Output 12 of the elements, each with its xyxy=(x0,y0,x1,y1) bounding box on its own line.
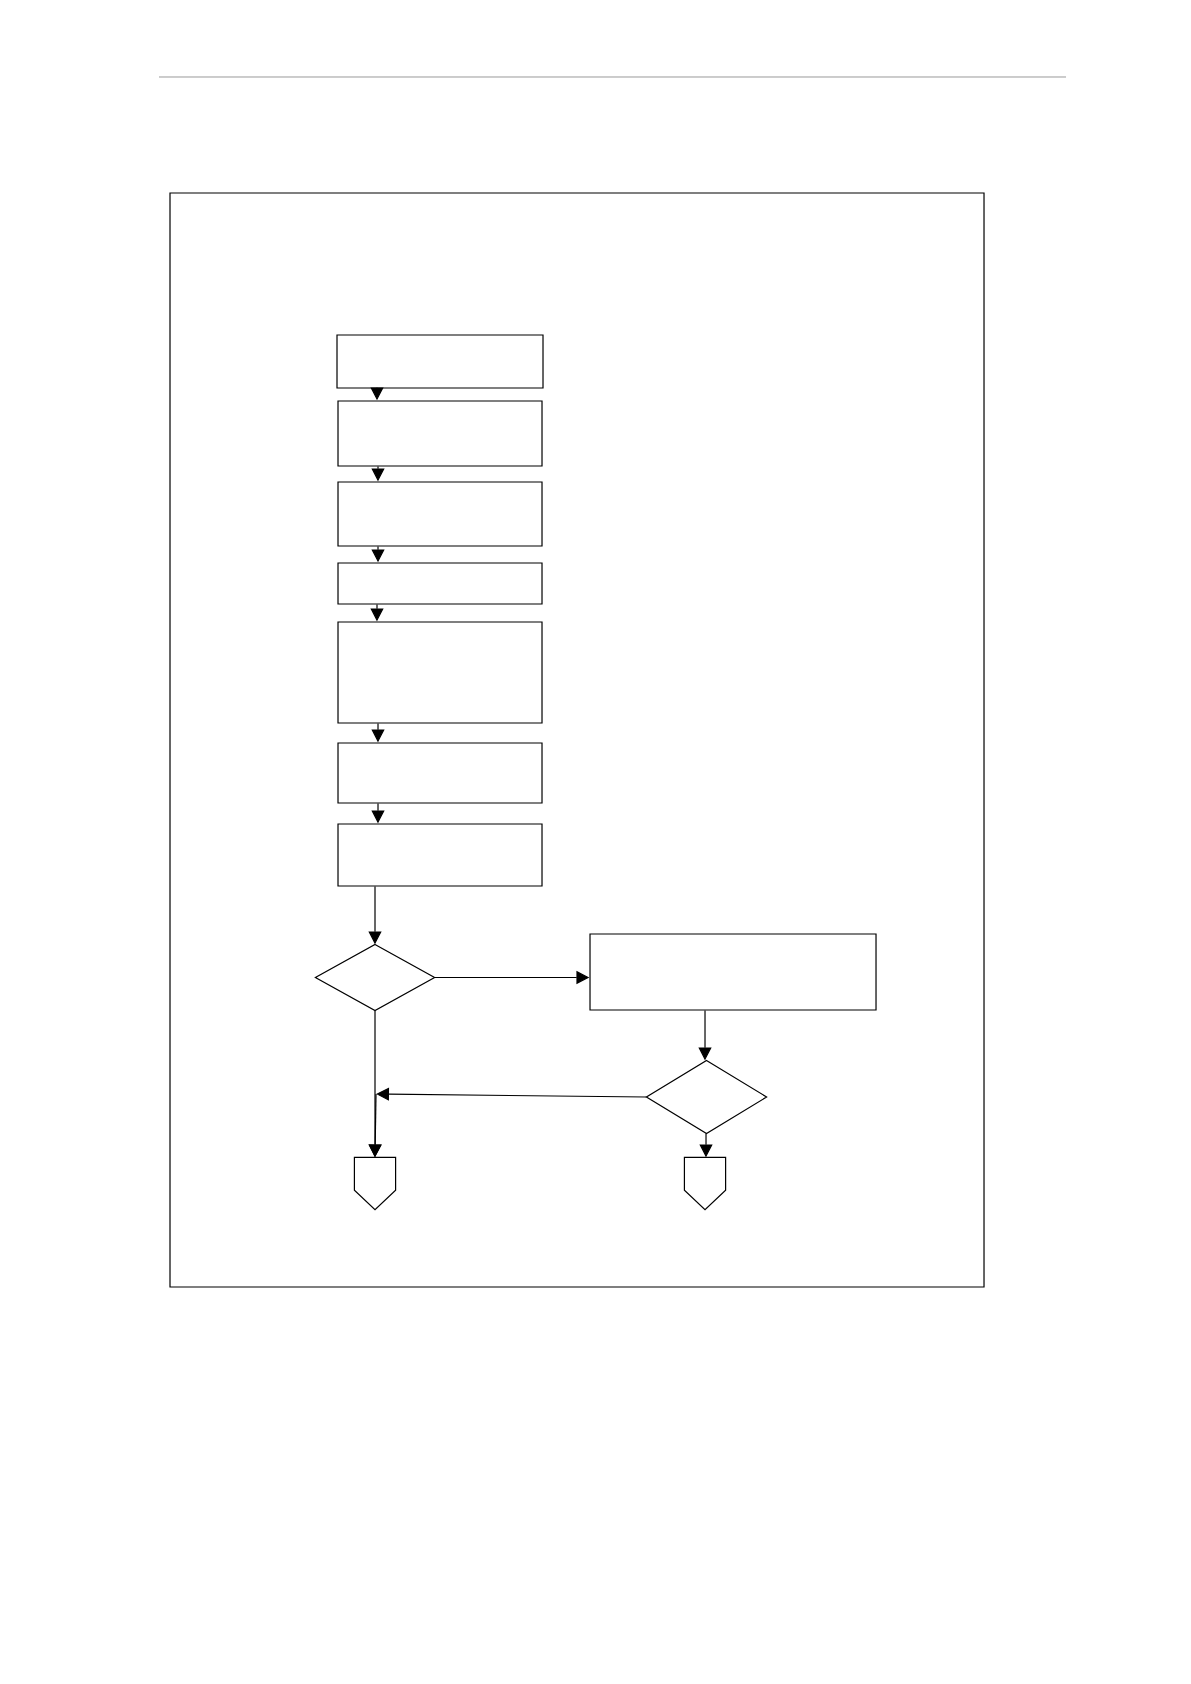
process-box xyxy=(337,481,543,547)
process-box xyxy=(337,621,543,724)
off-page-connector xyxy=(353,1156,397,1211)
process-box xyxy=(589,933,877,1011)
process-box xyxy=(337,400,543,467)
process-box xyxy=(337,562,543,605)
decision-diamond xyxy=(314,943,436,1012)
decision-diamond xyxy=(645,1059,768,1135)
process-box xyxy=(336,334,544,389)
off-page-connector xyxy=(683,1156,727,1211)
process-box xyxy=(337,823,543,887)
process-box xyxy=(337,742,543,804)
